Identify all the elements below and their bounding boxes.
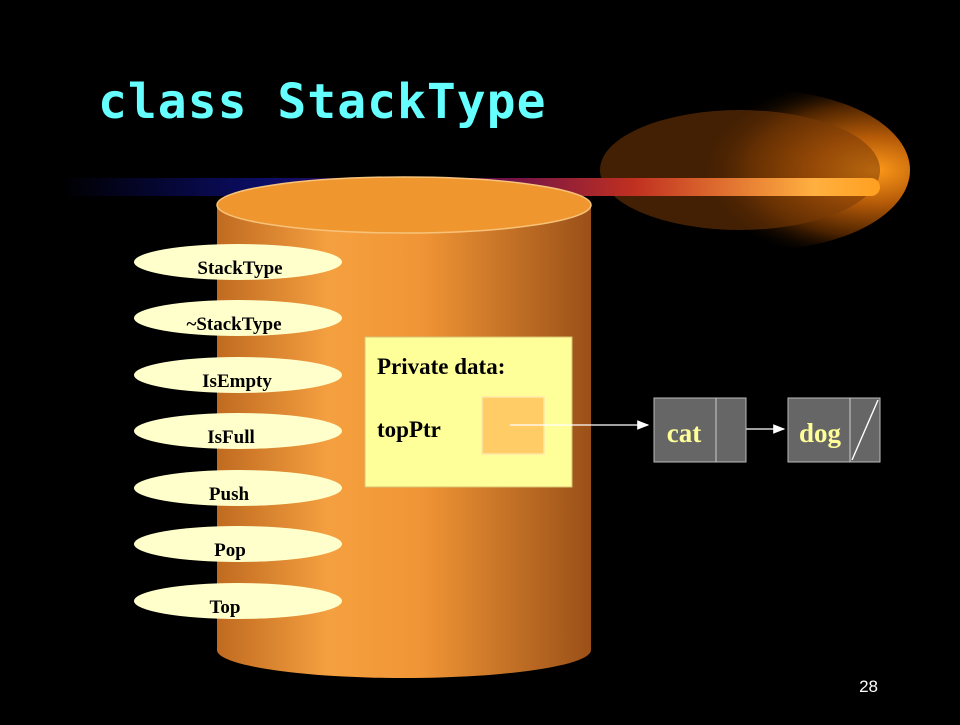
method-label: IsEmpty xyxy=(202,371,272,392)
method-label: Top xyxy=(210,597,241,618)
method-pop[interactable]: Pop xyxy=(134,526,342,562)
node-dog: dog xyxy=(787,397,881,463)
method-isfull[interactable]: IsFull xyxy=(134,413,342,449)
method-label: ~StackType xyxy=(186,314,281,335)
cylinder-bottom xyxy=(217,622,591,678)
method-top[interactable]: Top xyxy=(134,583,342,619)
top-ptr-label: topPtr xyxy=(377,417,441,442)
private-data-box: Private data: topPtr xyxy=(364,336,573,488)
private-data-heading: Private data: xyxy=(377,354,505,379)
method-label: IsFull xyxy=(207,427,255,448)
slide-title: class StackType xyxy=(98,74,547,130)
method-label: Push xyxy=(209,484,250,505)
method-stacktype[interactable]: StackType xyxy=(134,244,342,280)
method-label: StackType xyxy=(197,258,282,279)
null-pointer-slash xyxy=(851,399,879,461)
method-label: Pop xyxy=(214,540,246,561)
page-number: 28 xyxy=(859,677,878,696)
node-dog-label: dog xyxy=(799,418,842,448)
cylinder-top xyxy=(216,176,592,234)
method-destructor[interactable]: ~StackType xyxy=(134,300,342,336)
method-list: StackType ~StackType IsEmpty IsFull Push… xyxy=(134,244,342,619)
node-cat-box xyxy=(653,397,747,463)
comet-ring xyxy=(600,110,880,230)
method-isempty[interactable]: IsEmpty xyxy=(134,357,342,393)
node-cat-label: cat xyxy=(667,418,701,448)
method-push[interactable]: Push xyxy=(134,470,342,506)
node-cat: cat xyxy=(653,397,747,463)
